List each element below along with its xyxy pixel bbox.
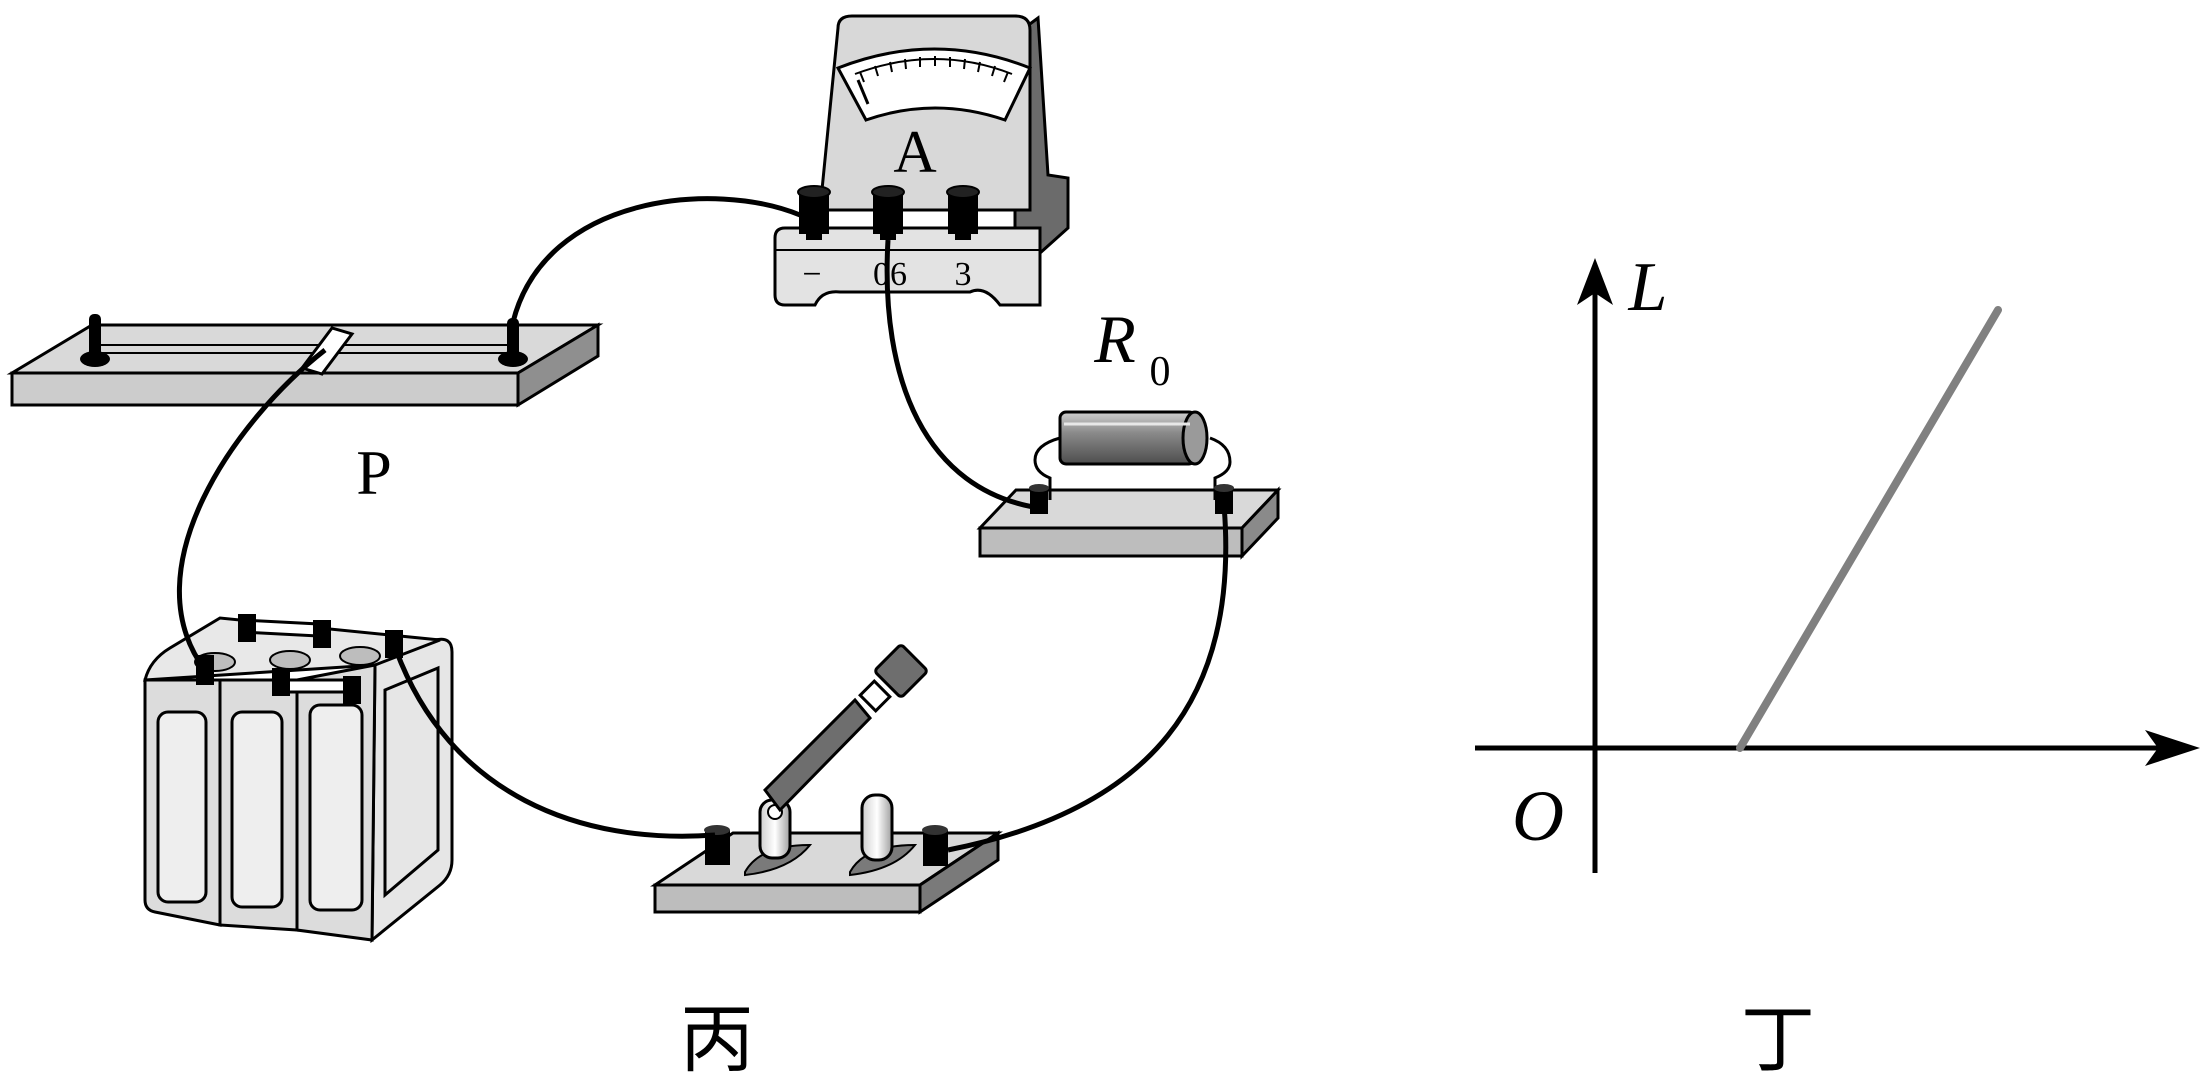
y-axis-label: L — [1628, 249, 1668, 326]
rheostat-slider — [299, 326, 355, 376]
ammeter-terminal-06-post — [871, 185, 905, 240]
ammeter-needle — [856, 79, 870, 105]
ammeter-terminal-minus-post — [797, 185, 831, 240]
rheostat-label: P — [356, 437, 392, 508]
knife-switch — [650, 644, 1003, 915]
figure-caption-bing: 丙 — [680, 997, 754, 1083]
wire-resistor-to-switch — [947, 504, 1229, 853]
resistor-label: R — [1093, 301, 1136, 377]
y-axis-arrow — [1577, 258, 1613, 305]
ammeter — [773, 14, 1070, 307]
origin-label: O — [1512, 776, 1564, 856]
ammeter-terminal-3-label: 3 — [955, 256, 972, 293]
wire-ammeter-to-resistor — [884, 239, 1040, 511]
battery-pack — [143, 614, 454, 944]
wire-switch-to-battery — [393, 649, 716, 839]
ammeter-terminal-06-label: 06 — [873, 256, 907, 293]
x-axis-arrow — [2145, 730, 2200, 766]
resistor-cylinder — [1058, 410, 1197, 466]
circuit-wires — [176, 196, 1229, 853]
ammeter-terminal-minus-label: − — [802, 256, 821, 293]
switch-blade — [763, 644, 928, 813]
graph-line — [1736, 306, 2002, 752]
slide-rheostat — [6, 314, 604, 408]
ammeter-terminal-3-post — [946, 185, 980, 240]
l-graph: L O 丁 — [1475, 249, 2200, 1083]
circuit-diagram: A − 06 3 P R 0 丙 — [6, 14, 1282, 1083]
wire-rheostat-to-ammeter — [510, 196, 801, 323]
fixed-resistor — [976, 410, 1282, 560]
ammeter-label: A — [893, 119, 936, 185]
wire-slider-to-battery — [176, 348, 327, 672]
resistor-subscript: 0 — [1150, 349, 1171, 395]
figure-caption-ding: 丁 — [1741, 997, 1815, 1083]
